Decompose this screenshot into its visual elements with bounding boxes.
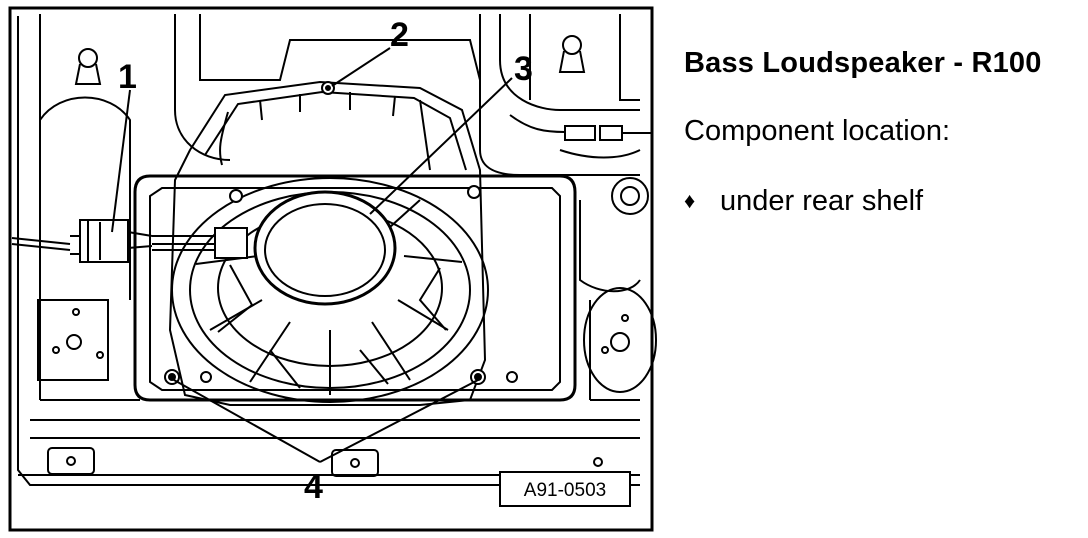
location-list: ♦ under rear shelf [684,182,1084,220]
figure-id-label: A91-0503 [524,480,606,501]
component-title: Bass Loudspeaker - R100 [684,47,1042,79]
component-illustration: 1 2 3 4 A91-0503 [8,6,657,532]
location-label: under rear shelf [720,185,924,217]
harness-right [509,114,652,141]
callout-4: 4 [304,468,323,506]
keyhole-slot-left [74,48,102,85]
bottom-clips [47,447,603,477]
speaker-magnet [253,190,397,306]
diamond-bullet-icon: ♦ [684,188,696,213]
speaker-basket [171,177,489,403]
callout-3: 3 [514,50,533,88]
mounting-screws [164,81,518,385]
keyhole-slot-right [558,35,586,73]
right-mount-disc [583,177,657,393]
leader-lines [111,47,513,463]
loudspeaker-connector [11,219,153,263]
clamp-frame [133,174,577,402]
speaker-terminal-wires [152,227,248,259]
figure-id-box: A91-0503 [499,471,631,507]
location-heading: Component location: [684,115,950,147]
location-list-item: ♦ under rear shelf [684,182,1084,220]
left-mount-plate [37,299,109,381]
description-panel: Bass Loudspeaker - R100 Component locati… [684,44,1084,220]
callout-1: 1 [118,58,137,96]
callout-2: 2 [390,16,409,54]
